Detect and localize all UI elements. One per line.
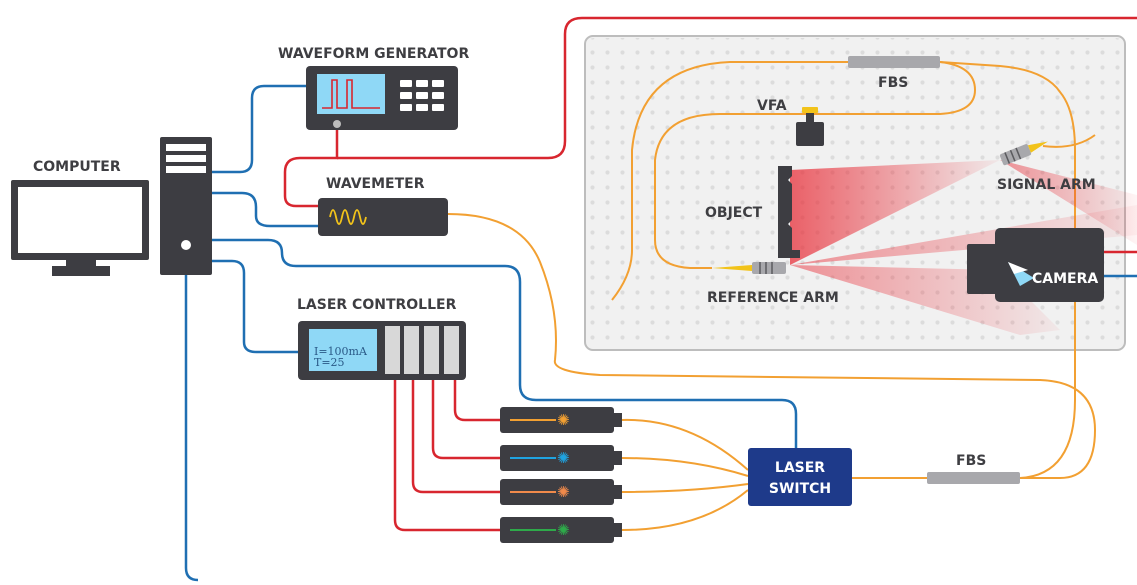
- variable-fiber-attenuator: [796, 107, 824, 146]
- laser-switch: [748, 448, 852, 506]
- optical-fibers: [447, 61, 1097, 531]
- laser-controller-label: LASER CONTROLLER: [297, 297, 457, 313]
- signal-arm-label: SIGNAL ARM: [997, 177, 1096, 193]
- laser-switch-label-line2: SWITCH: [769, 481, 831, 497]
- laser-1-emission-icon: ✺: [557, 411, 570, 429]
- laser-module-3: ✺: [500, 479, 622, 505]
- vfa-label: VFA: [757, 98, 787, 114]
- reference-arm-label: REFERENCE ARM: [707, 290, 839, 306]
- waveform-generator-label: WAVEFORM GENERATOR: [278, 46, 469, 62]
- laser-4-emission-icon: ✺: [557, 521, 570, 539]
- laser-2-emission-icon: ✺: [557, 449, 570, 467]
- laser-controller: [298, 321, 466, 380]
- computer-label: COMPUTER: [33, 159, 121, 175]
- red-cables: [283, 16, 1137, 532]
- computer-tower: [160, 137, 212, 275]
- laser-module-4: ✺: [500, 517, 622, 543]
- fiber-beam-splitter-bottom: [927, 472, 1020, 484]
- laser-module-1: ✺: [500, 407, 622, 433]
- controller-temperature-readout: T=25: [314, 356, 345, 369]
- signal-arm-collimator: [999, 141, 1048, 166]
- camera: [967, 228, 1104, 302]
- controller-current-readout: I=100mA: [314, 345, 368, 358]
- blue-cables: [184, 84, 1137, 582]
- fiber-beam-splitter-top: [848, 56, 940, 68]
- laser-module-2: ✺: [500, 445, 622, 471]
- object: [778, 166, 800, 258]
- fbs-bottom-label: FBS: [956, 453, 986, 469]
- computer-monitor: [11, 180, 149, 276]
- wavemeter: [318, 198, 448, 236]
- wavemeter-label: WAVEMETER: [326, 176, 425, 192]
- fbs-top-label: FBS: [878, 75, 908, 91]
- camera-label: CAMERA: [1032, 271, 1098, 287]
- waveform-generator: [306, 66, 458, 130]
- laser-3-emission-icon: ✺: [557, 483, 570, 501]
- object-label: OBJECT: [705, 205, 763, 221]
- laser-switch-label-line1: LASER: [775, 460, 825, 476]
- reference-arm-collimator: [712, 262, 786, 274]
